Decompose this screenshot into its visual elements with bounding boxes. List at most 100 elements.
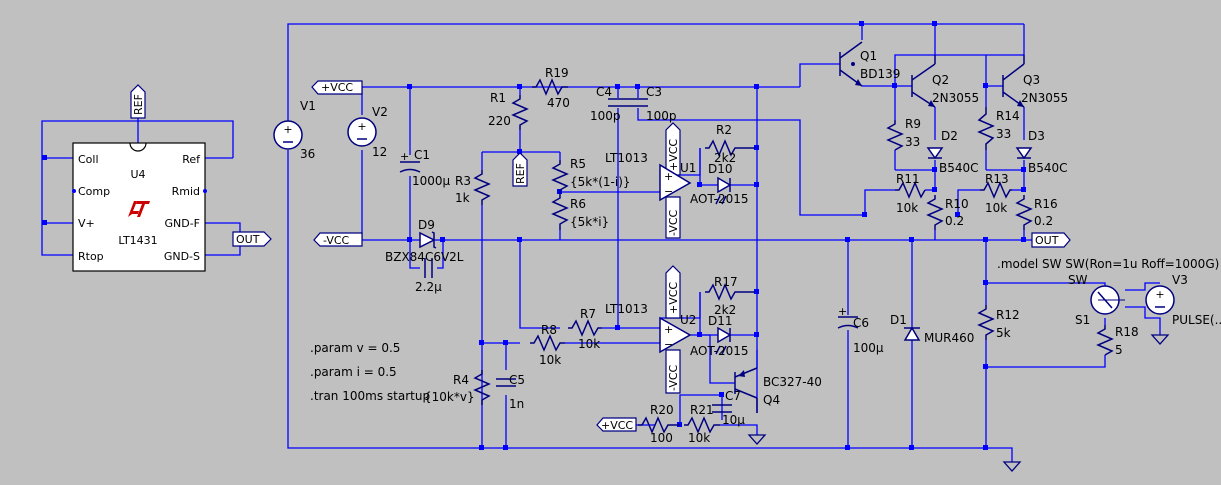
vcc-flag-r20[interactable]: +VCC [596, 417, 637, 432]
transistor-q2[interactable]: Q2 2N3055 [911, 55, 979, 108]
svg-text:+: + [357, 120, 366, 133]
label: R16 [1034, 197, 1058, 211]
resistor-r5[interactable]: R5 {5k*(1-i)} [551, 157, 631, 192]
led-d11[interactable]: D11 AOT-2015 [690, 314, 749, 358]
label: R4 [453, 373, 469, 387]
transistor-q4[interactable]: BC327-40 Q4 [734, 367, 822, 413]
voltage-switch-s1[interactable]: SW S1 [1068, 273, 1125, 327]
value: B540C [1028, 161, 1068, 175]
pin-label-gnds: GND-S [164, 250, 200, 263]
flag-text: +VCC [601, 419, 633, 432]
capacitor-c4[interactable]: C4 100p [590, 85, 628, 123]
resistor-r2[interactable]: R2 2k2 [705, 123, 755, 165]
label: R14 [996, 109, 1020, 123]
label: R17 [714, 275, 738, 289]
value: 10k [985, 201, 1007, 215]
resistor-r19[interactable]: R19 470 [532, 66, 570, 110]
lt1431-block[interactable]: Coll Comp V+ Rtop Ref Rmid GND-F GND-S U… [41, 84, 272, 272]
label: R11 [896, 172, 920, 186]
resistor-r7[interactable]: R7 10k [568, 307, 602, 351]
value: LT1013 [605, 151, 648, 165]
resistor-r4[interactable]: R4 {10k*v} [424, 370, 491, 405]
transistor-q3[interactable]: Q3 2N3055 [1002, 55, 1068, 108]
label: R1 [490, 91, 506, 105]
resistor-r8[interactable]: R8 10k [530, 323, 565, 367]
vcc-flag-top[interactable]: +VCC [311, 80, 363, 95]
opamp-u2[interactable]: + − U2 LT1013 [605, 302, 696, 354]
junction [42, 155, 47, 160]
tran-directive[interactable]: .tran 100ms startup [310, 389, 430, 403]
vee-flag-u2[interactable]: -VCC [665, 349, 681, 394]
value: 10k [539, 353, 561, 367]
voltage-source-v2[interactable]: + V2 12 [347, 105, 388, 159]
resistor-r10[interactable]: R10 0.2 [926, 195, 969, 230]
label: V3 [1172, 273, 1188, 287]
label: D2 [941, 129, 958, 143]
capacitor-c3[interactable]: C3 100p [628, 85, 677, 123]
vcc-flag-u2[interactable]: +VCC [665, 265, 681, 319]
value: B540C [939, 161, 979, 175]
resistor-r13[interactable]: R13 10k [980, 172, 1012, 215]
diode-d2[interactable]: D2 B540C [926, 129, 979, 175]
svg-text:−: − [664, 185, 673, 198]
resistor-r9[interactable]: R9 33 [886, 117, 921, 151]
value: {10k*v} [424, 390, 475, 404]
diode-d1[interactable]: D1 MUR460 [890, 313, 974, 345]
spice-directives[interactable]: .model SW SW(Ron=1u Roff=1000G) .param v… [310, 257, 1219, 403]
transistor-q1[interactable]: Q1 BD139 [839, 41, 900, 87]
resistor-r12[interactable]: R12 5k [977, 305, 1020, 340]
value: 2k2 [714, 303, 736, 317]
ground-symbol-c7 [747, 434, 767, 445]
lt-logo-icon: LT [128, 201, 150, 217]
capacitor-c6[interactable]: + C6 100µ [837, 305, 884, 355]
resistor-r16[interactable]: R16 0.2 [1015, 195, 1058, 230]
ref-flag-ic[interactable]: REF [130, 84, 146, 119]
resistor-r20[interactable]: R20 100 [638, 403, 680, 445]
voltage-source-v3[interactable]: + V3 PULSE(... [1145, 273, 1221, 327]
diode-d3[interactable]: D3 B540C [1015, 129, 1068, 175]
voltage-source-v1[interactable]: + V1 36 [273, 99, 316, 161]
capacitor-c7[interactable]: C7 10µ [712, 389, 745, 427]
capacitor-c5[interactable]: C5 1n [496, 373, 525, 411]
flag-text: REF [132, 94, 145, 115]
value: LT1013 [605, 302, 648, 316]
vee-flag[interactable]: -VCC [313, 232, 363, 247]
vcc-flag-u1[interactable]: +VCC [665, 122, 681, 176]
capacitor-c1[interactable]: + C1 1000µ [399, 148, 451, 188]
value: 5 [1115, 343, 1123, 357]
param-v-directive[interactable]: .param v = 0.5 [310, 341, 400, 355]
zener-diode-d9[interactable]: D9 BZX84C6V2L [385, 218, 464, 264]
resistor-r14[interactable]: R14 33 [977, 107, 1020, 150]
value: 2N3055 [932, 91, 979, 105]
out-flag-ic[interactable]: OUT [232, 231, 272, 247]
resistor-r21[interactable]: R21 10k [684, 403, 720, 445]
out-flag-main[interactable]: OUT [1031, 232, 1071, 248]
value: AOT-2015 [690, 192, 749, 206]
resistor-r18[interactable]: R18 5 [1096, 325, 1139, 357]
model-directive[interactable]: .model SW SW(Ron=1u Roff=1000G) [997, 257, 1219, 271]
opamp-u1[interactable]: + − U1 LT1013 [605, 151, 696, 202]
pin-label-rmid: Rmid [172, 185, 200, 198]
svg-text:+: + [283, 123, 292, 136]
value: 33 [905, 135, 920, 149]
flag-text: +VCC [321, 81, 353, 94]
resistor-r17[interactable]: R17 2k2 [705, 275, 755, 317]
label: V1 [300, 99, 316, 113]
param-i-directive[interactable]: .param i = 0.5 [310, 365, 397, 379]
led-d10[interactable]: D10 AOT-2015 [690, 162, 749, 206]
pin-label-ref: Ref [182, 153, 201, 166]
lt1431-body[interactable] [72, 142, 206, 272]
pin-label-gndf: GND-F [164, 217, 200, 230]
label: U2 [680, 313, 696, 327]
vee-flag-u1[interactable]: -VCC [665, 196, 681, 239]
resistor-r11[interactable]: R11 10k [895, 172, 926, 215]
resistor-r1[interactable]: R1 220 [488, 91, 529, 130]
label: R18 [1115, 325, 1139, 339]
value: 10k [688, 431, 710, 445]
ref-flag-main[interactable]: REF [512, 152, 528, 187]
capacitor-c2[interactable]: 2.2µ [415, 258, 442, 294]
resistor-r3[interactable]: R3 1k [455, 170, 491, 205]
value: 10k [896, 201, 918, 215]
resistor-r6[interactable]: R6 {5k*i} [551, 192, 609, 230]
